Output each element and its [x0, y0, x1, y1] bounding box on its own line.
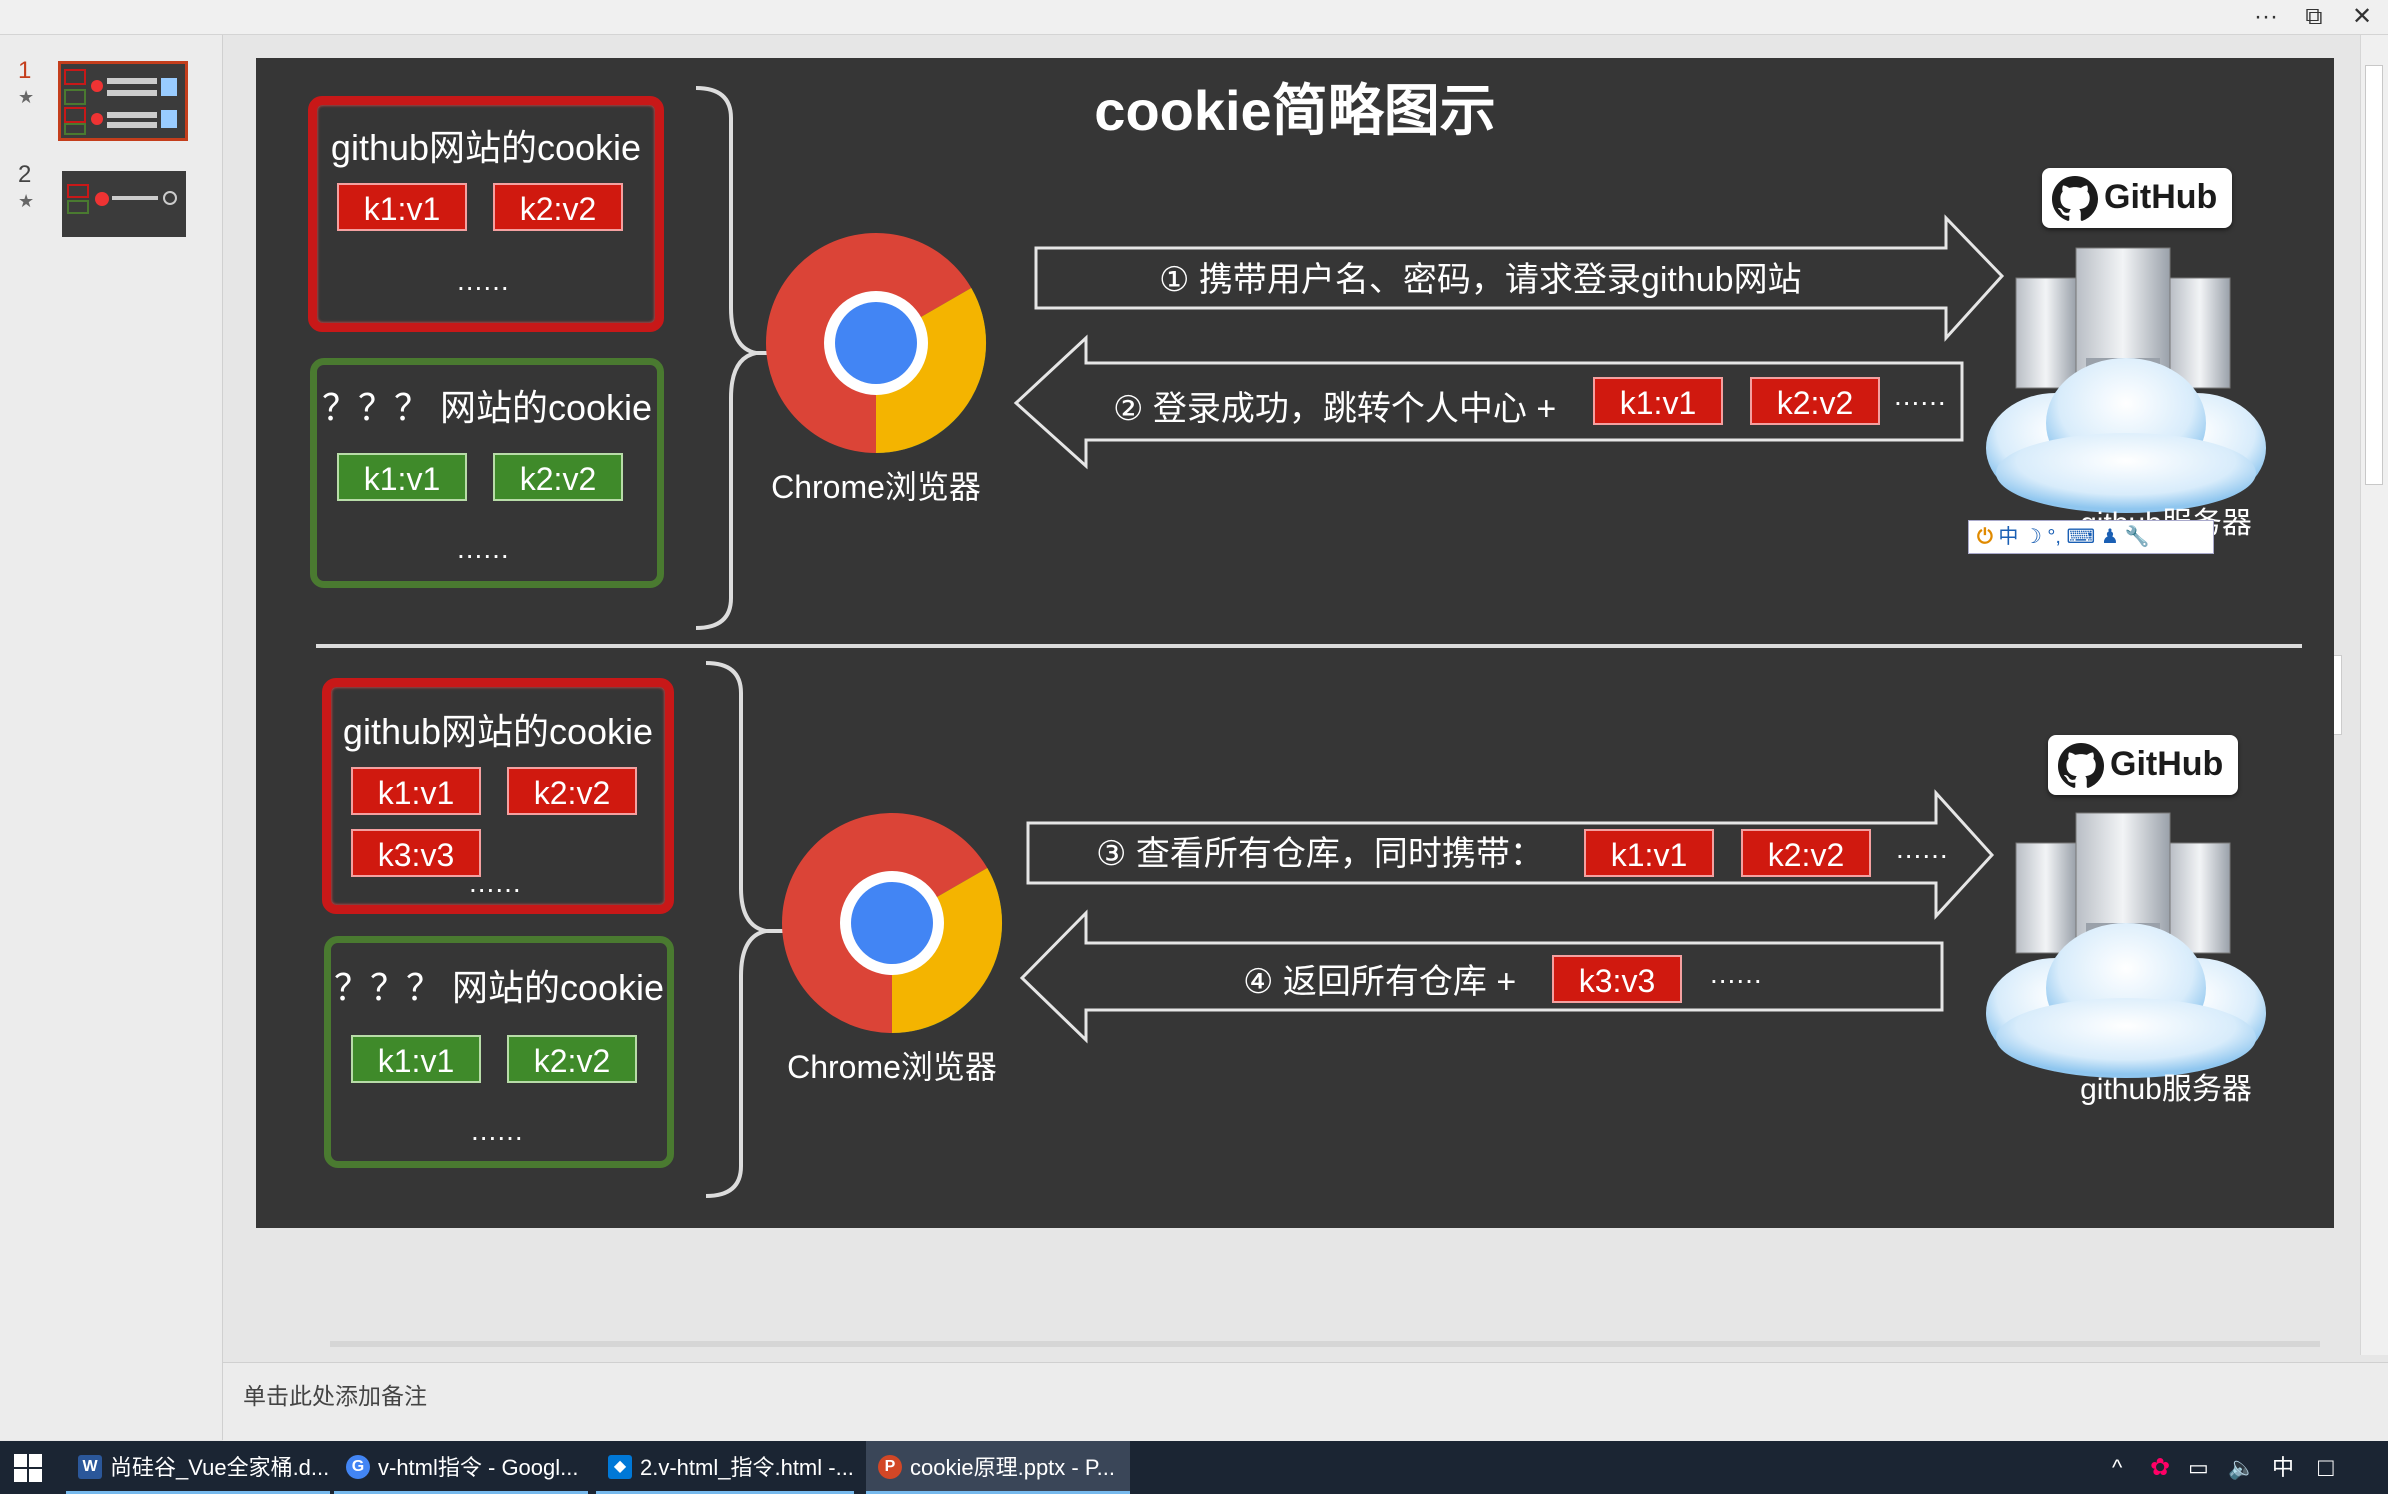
- other-site-cookie-box: ？？？ 网站的cookie k1:v1 k2:v2 ......: [324, 936, 674, 1168]
- cookie-tag: k2:v2: [507, 1035, 637, 1083]
- slide-thumbnails-panel: 1 ★ 2 ★: [0, 35, 223, 1440]
- github-cookie-box: github网站的cookie k1:v1 k2:v2 ......: [308, 96, 664, 332]
- window-titlebar: ··· ⧉ ✕: [0, 0, 2388, 35]
- vertical-scrollbar[interactable]: [2360, 35, 2388, 1355]
- ellipsis: ......: [457, 533, 510, 564]
- windows-start-icon[interactable]: [14, 1454, 42, 1482]
- taskbar-item-label: v-html指令 - Googl...: [378, 1455, 579, 1480]
- arrow-login-success: [1013, 334, 1964, 470]
- cookie-tag: k2:v2: [493, 183, 623, 231]
- taskbar-item-powerpoint[interactable]: P cookie原理.pptx - P...: [866, 1441, 1130, 1494]
- cookie-tag: k2:v2: [1750, 377, 1880, 425]
- section-divider: [316, 644, 2302, 648]
- cookie-box-title: ？？？ 网站的cookie: [321, 387, 653, 428]
- notes-placeholder[interactable]: 单击此处添加备注: [243, 1383, 427, 1409]
- ellipsis: ......: [469, 867, 522, 898]
- github-badge: GitHub: [2048, 735, 2238, 795]
- server-cloud-top: [1986, 247, 2266, 513]
- taskbar-item-label: 尚硅谷_Vue全家桶.d...: [110, 1455, 330, 1480]
- chrome-browser-label: Chrome浏览器: [771, 469, 981, 505]
- taskbar: W 尚硅谷_Vue全家桶.d... G v-html指令 - Googl... …: [0, 1441, 2388, 1494]
- ime-logo-icon: ⏻: [1977, 526, 1993, 548]
- notification-icon[interactable]: □: [2318, 1452, 2334, 1482]
- arrow-return-repos: [1019, 909, 1944, 1044]
- ime-toolbar[interactable]: ⏻ 中 ☽ °, ⌨ ♟ 🔧: [1968, 520, 2214, 554]
- cookie-tag: k1:v1: [337, 453, 467, 501]
- cookie-tag: k1:v1: [351, 1035, 481, 1083]
- chrome-logo-top: [766, 233, 987, 454]
- chrome-icon: G: [346, 1455, 370, 1479]
- github-badge-text: GitHub: [2104, 178, 2218, 216]
- step3-text: ③ 查看所有仓库，同时携带：: [1096, 835, 1544, 873]
- chrome-browser-label: Chrome浏览器: [787, 1049, 997, 1085]
- other-site-cookie-box: ？？？ 网站的cookie k1:v1 k2:v2 ......: [310, 358, 664, 588]
- thumbnail-preview: [64, 69, 177, 135]
- server-label: github服务器: [2080, 1073, 2252, 1106]
- powerpoint-icon: P: [878, 1455, 902, 1479]
- slide-title: cookie简略图示: [1094, 79, 1496, 142]
- arrow-request-login: [1034, 214, 2005, 342]
- slide-thumbnail-2[interactable]: [62, 171, 186, 237]
- ellipsis: ......: [1896, 833, 1949, 864]
- github-badge: GitHub: [2042, 168, 2232, 228]
- step2-text: ② 登录成功，跳转个人中心 +: [1113, 390, 1557, 428]
- cookie-tag: k1:v1: [351, 767, 481, 815]
- github-octocat-icon: [2052, 176, 2098, 221]
- step4-text: ④ 返回所有仓库 +: [1243, 963, 1517, 1001]
- slide-graphics: [695, 86, 2266, 1198]
- more-options-icon[interactable]: ···: [2254, 3, 2278, 30]
- thumbnail-number: 1: [18, 57, 32, 84]
- cookie-tag: k3:v3: [1552, 955, 1682, 1003]
- step1-text: ① 携带用户名、密码，请求登录github网站: [1159, 261, 1802, 299]
- ellipsis: ......: [471, 1115, 524, 1146]
- github-cookie-box: github网站的cookie k1:v1 k2:v2 k3:v3 ......: [322, 678, 674, 914]
- brace-top: [695, 86, 757, 630]
- cookie-tag: k2:v2: [507, 767, 637, 815]
- horizontal-scrollbar[interactable]: [330, 1341, 2320, 1347]
- taskbar-item-label: 2.v-html_指令.html -...: [640, 1455, 854, 1480]
- tray-battery-icon[interactable]: ▭: [2188, 1455, 2209, 1480]
- thumbnail-preview: [67, 184, 177, 214]
- brace-bottom: [705, 661, 767, 1198]
- ellipsis: ......: [1710, 958, 1763, 989]
- taskbar-item-label: cookie原理.pptx - P...: [910, 1455, 1116, 1480]
- animation-star-icon: ★: [18, 191, 35, 211]
- ellipsis: ......: [1894, 380, 1947, 411]
- server-cloud-bottom: [1986, 812, 2266, 1078]
- animation-star-icon: ★: [18, 87, 35, 107]
- cookie-tag: k3:v3: [351, 829, 481, 877]
- cookie-tag: k2:v2: [493, 453, 623, 501]
- github-badge-text: GitHub: [2110, 745, 2224, 783]
- close-icon[interactable]: ✕: [2351, 3, 2373, 30]
- thumbnail-number: 2: [18, 161, 32, 188]
- cookie-box-title: ？？？ 网站的cookie: [333, 967, 665, 1008]
- cookie-tag: k1:v1: [1584, 829, 1714, 877]
- slide-thumbnail-1[interactable]: [58, 61, 188, 141]
- cookie-tag: k1:v1: [337, 183, 467, 231]
- github-octocat-icon: [2058, 743, 2104, 788]
- taskbar-item-vscode[interactable]: ◆ 2.v-html_指令.html -...: [596, 1441, 854, 1494]
- slide-canvas[interactable]: cookie简略图示 github网站的cookie k1:v1 k2:v2 .…: [256, 58, 2334, 1228]
- chrome-logo-bottom: [782, 813, 1003, 1034]
- arrow-view-repos: [1026, 789, 1995, 920]
- vscode-icon: ◆: [608, 1455, 632, 1479]
- taskbar-item-chrome[interactable]: G v-html指令 - Googl...: [334, 1441, 588, 1494]
- tray-flower-icon[interactable]: ✿: [2150, 1454, 2171, 1481]
- cookie-tag: k1:v1: [1593, 377, 1723, 425]
- restore-icon[interactable]: ⧉: [2305, 3, 2323, 30]
- notes-pane[interactable]: 单击此处添加备注: [223, 1362, 2388, 1441]
- tray-volume-icon[interactable]: 🔈: [2228, 1455, 2256, 1480]
- tray-expand-icon[interactable]: ^: [2112, 1455, 2123, 1480]
- scrollbar-thumb[interactable]: [2365, 65, 2383, 485]
- ime-toolbar-text: 中 ☽ °, ⌨ ♟ 🔧: [1998, 526, 2150, 548]
- word-icon: W: [78, 1455, 102, 1479]
- cookie-box-title: github网站的cookie: [330, 127, 642, 168]
- cookie-box-title: github网站的cookie: [342, 711, 654, 752]
- ellipsis: ......: [457, 265, 510, 296]
- taskbar-item-word[interactable]: W 尚硅谷_Vue全家桶.d...: [66, 1441, 330, 1494]
- cookie-tag: k2:v2: [1741, 829, 1871, 877]
- tray-ime-indicator[interactable]: 中: [2272, 1455, 2295, 1480]
